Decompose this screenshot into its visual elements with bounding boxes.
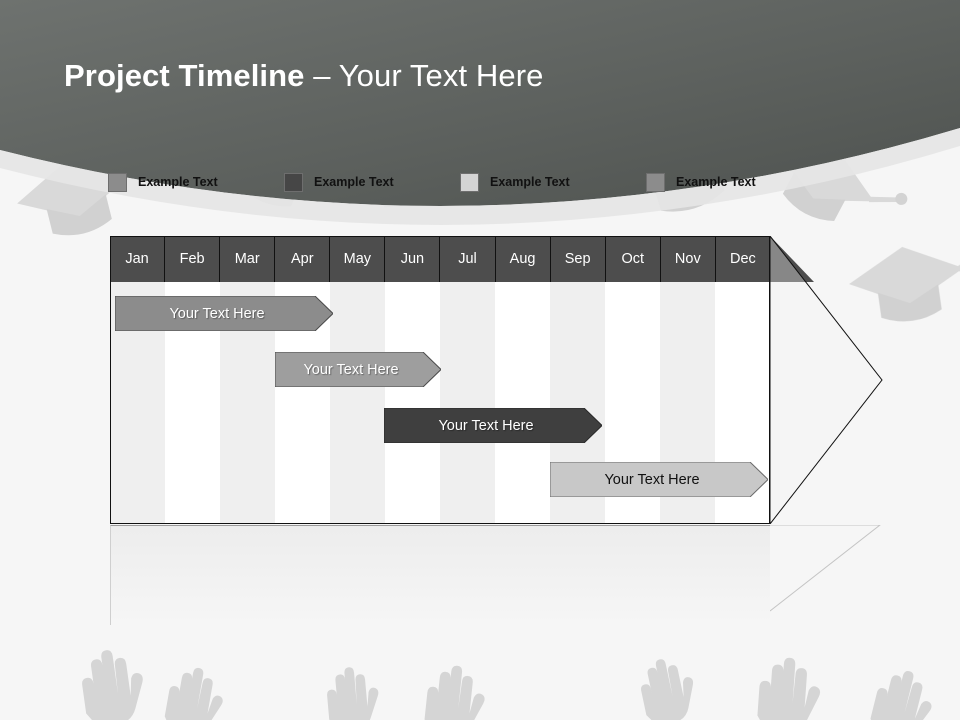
chart-column-jan: [110, 236, 165, 524]
chart-reflection: [110, 525, 770, 625]
legend-item-4[interactable]: Example Text: [646, 170, 756, 194]
legend-item-label: Example Text: [676, 175, 756, 189]
page-title-separator: –: [304, 58, 339, 93]
legend-swatch-icon: [646, 172, 665, 192]
legend-item-label: Example Text: [138, 175, 218, 189]
legend: Example Text Example Text Example Text E…: [108, 170, 828, 194]
month-header-jul[interactable]: Jul: [440, 236, 496, 282]
task-bar-2-label: Your Text Here: [303, 361, 399, 378]
chart-column-aug: [495, 236, 550, 524]
month-header-oct[interactable]: Oct: [606, 236, 661, 282]
task-bar-1[interactable]: Your Text Here: [115, 296, 333, 331]
task-bar-3-label: Your Text Here: [438, 417, 534, 434]
task-bar-3-shape: [384, 408, 602, 443]
month-header-nov[interactable]: Nov: [661, 236, 716, 282]
month-header-dec[interactable]: Dec: [730, 251, 756, 267]
page-title-strong: Project Timeline: [64, 58, 305, 93]
task-bar-2[interactable]: Your Text Here: [275, 352, 441, 387]
chart-column-feb: [165, 236, 220, 524]
task-bar-3[interactable]: Your Text Here: [384, 408, 602, 443]
legend-swatch-icon: [284, 172, 303, 192]
legend-item-label: Example Text: [490, 175, 570, 189]
month-header-jan[interactable]: Jan: [110, 236, 166, 282]
legend-item-3[interactable]: Example Text: [460, 170, 570, 194]
chart-reflection-arrow: [770, 525, 881, 612]
task-bar-4-label: Your Text Here: [604, 471, 700, 488]
chart-column-jul: [440, 236, 495, 524]
task-bar-1-label: Your Text Here: [169, 305, 265, 322]
legend-item-2[interactable]: Example Text: [284, 170, 394, 194]
legend-swatch-icon: [108, 172, 127, 192]
month-header-jun[interactable]: Jun: [385, 236, 441, 282]
month-header-mar[interactable]: Mar: [220, 236, 276, 282]
chart-border: [110, 236, 770, 524]
month-header-apr[interactable]: Apr: [275, 236, 331, 282]
month-header-sep[interactable]: Sep: [551, 236, 606, 282]
task-bar-4-shape: [550, 462, 768, 497]
legend-swatch-icon: [460, 172, 479, 192]
legend-item-1[interactable]: Example Text: [108, 170, 218, 194]
task-bar-2-shape: [275, 352, 441, 387]
month-header-feb[interactable]: Feb: [165, 236, 221, 282]
gantt-chart: Jan Feb Mar Apr May Jun Jul Aug Sep Oct …: [110, 236, 770, 524]
task-bar-1-shape: [115, 296, 333, 331]
month-header-may[interactable]: May: [330, 236, 386, 282]
chart-column-mar: [220, 236, 275, 524]
task-bar-4[interactable]: Your Text Here: [550, 462, 768, 497]
legend-item-label: Example Text: [314, 175, 394, 189]
chart-month-header: Jan Feb Mar Apr May Jun Jul Aug Sep Oct …: [110, 236, 770, 282]
page-title-light: Your Text Here: [338, 58, 544, 93]
month-header-aug[interactable]: Aug: [496, 236, 551, 282]
page-title: Project Timeline – Your Text Here: [64, 58, 543, 94]
